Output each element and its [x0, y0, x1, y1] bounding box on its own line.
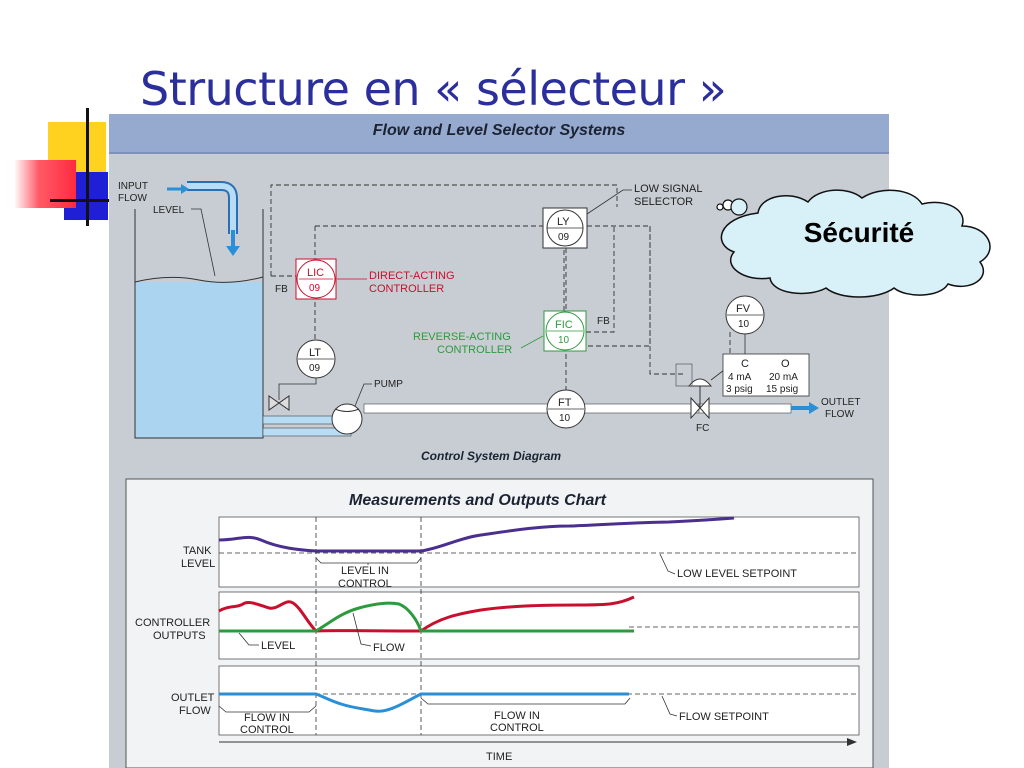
ly-desc-1: LOW SIGNAL: [634, 183, 702, 195]
slide-title: Structure en « sélecteur »: [140, 62, 727, 116]
row-label-outlet-1: OUTLET: [171, 692, 215, 704]
ly-num: 09: [558, 232, 570, 243]
outlet-flow-panel: [218, 665, 860, 736]
outlet-pipe: [262, 395, 792, 437]
valve-table: [722, 353, 810, 397]
lt-tag: LT: [309, 347, 321, 359]
row-label-tank-2: LEVEL: [181, 558, 215, 570]
lt-transmitter: [278, 339, 336, 400]
valve-table-o-psig: 15 psig: [766, 384, 798, 395]
lic-desc-2: CONTROLLER: [369, 283, 444, 295]
valve-table-c: C: [741, 358, 749, 370]
lic-controller: [295, 258, 337, 300]
input-pipe: [167, 181, 240, 256]
signal-lines: [270, 184, 731, 390]
fic-controller: [543, 310, 587, 352]
control-diagram-svg: INPUT FLOW LEVEL PUMP FC OUTLET: [118, 181, 874, 768]
decor-horizontal-line: [50, 199, 112, 202]
lic-num: 09: [309, 283, 321, 294]
valve-table-o: O: [781, 358, 790, 370]
annotation-flow-setpoint: FLOW SETPOINT: [679, 711, 769, 723]
pump: [331, 403, 363, 435]
lic-tag: LIC: [307, 267, 324, 279]
flow-output-curve: [219, 601, 634, 633]
annotation-flow-in-control-1b: CONTROL: [240, 724, 294, 736]
row-label-controller-1: CONTROLLER: [135, 617, 210, 629]
lt-num: 09: [309, 363, 321, 374]
controller-outputs-panel: [218, 591, 860, 660]
annotation-flow-in-control-2b: CONTROL: [490, 722, 544, 734]
chart-title: Measurements and Outputs Chart: [349, 492, 607, 509]
valve-table-o-ma: 20 mA: [769, 372, 798, 383]
figure-panel: Flow and Level Selector Systems INPUT FL…: [109, 114, 889, 768]
fv-num: 10: [738, 319, 750, 330]
ft-transmitter: [546, 389, 586, 429]
fc-valve: [675, 363, 713, 420]
fic-desc-2: CONTROLLER: [437, 344, 512, 356]
annotation-flow-in-control-2a: FLOW IN: [494, 710, 540, 722]
valve-table-c-psig: 3 psig: [726, 384, 753, 395]
annotation-flow-in-control-1a: FLOW IN: [244, 712, 290, 724]
ly-selector: [542, 207, 588, 249]
tank: [134, 209, 264, 439]
annotation-flow: FLOW: [373, 642, 405, 654]
figure-header-title: Flow and Level Selector Systems: [372, 122, 626, 139]
fic-num: 10: [558, 335, 570, 346]
pump-label: PUMP: [374, 379, 403, 390]
annotation-level-in-control-1: LEVEL IN: [341, 565, 389, 577]
fc-label: FC: [696, 423, 709, 434]
tank-level-curve: [218, 516, 735, 553]
level-output-curve: [218, 595, 635, 633]
diagram-caption: Control System Diagram: [421, 449, 561, 463]
annotation-low-level-setpoint: LOW LEVEL SETPOINT: [677, 568, 797, 580]
fb-right-label: FB: [597, 316, 610, 327]
row-label-tank-1: TANK: [183, 545, 212, 557]
ft-tag: FT: [558, 397, 572, 409]
fic-tag: FIC: [555, 319, 573, 331]
row-label-outlet-2: FLOW: [179, 705, 211, 717]
outlet-flow-label-2: FLOW: [825, 409, 854, 420]
outlet-flow-label-1: OUTLET: [821, 397, 860, 408]
input-flow-label-1: INPUT: [118, 181, 148, 192]
fb-left-label: FB: [275, 284, 288, 295]
valve-table-c-ma: 4 mA: [728, 372, 752, 383]
fic-desc-1: REVERSE-ACTING: [413, 331, 511, 343]
ft-num: 10: [559, 413, 571, 424]
outlet-flow-curve: [219, 692, 629, 713]
decor-vertical-line: [86, 108, 89, 226]
lic-desc-1: DIRECT-ACTING: [369, 270, 455, 282]
time-axis-label: TIME: [486, 751, 512, 763]
row-label-controller-2: OUTPUTS: [153, 630, 206, 642]
input-flow-label-2: FLOW: [118, 193, 147, 204]
ly-tag: LY: [557, 216, 570, 228]
annotation-level-in-control-2: CONTROL: [338, 578, 392, 590]
level-label: LEVEL: [153, 205, 185, 216]
figure-header: Flow and Level Selector Systems: [109, 114, 889, 154]
annotation-level: LEVEL: [261, 640, 295, 652]
fv-tag: FV: [736, 303, 751, 315]
ly-desc-2: SELECTOR: [634, 196, 693, 208]
